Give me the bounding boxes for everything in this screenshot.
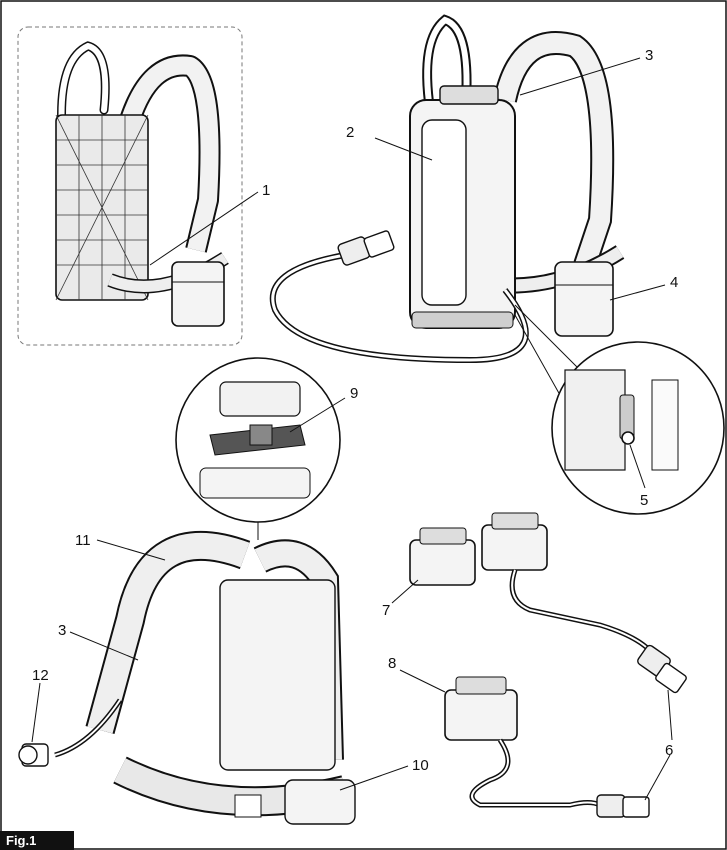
- pouch: [171, 261, 225, 327]
- callout-label: 5: [640, 492, 648, 509]
- chest-strap-detail-view: 9: [175, 357, 358, 540]
- full-harness-view: 11 3 12 10: [18, 531, 429, 825]
- dashed-inset-box: [17, 26, 243, 346]
- cable-plug: [337, 230, 395, 266]
- callout-label: 12: [32, 667, 49, 684]
- belt-buckle: [284, 779, 356, 825]
- callout-label: 6: [665, 742, 673, 759]
- cable-plug: [596, 794, 650, 818]
- callout-label: 7: [382, 602, 390, 619]
- socket-icon: [621, 431, 635, 445]
- callout-label: 10: [412, 757, 429, 774]
- callout-label: 9: [350, 385, 358, 402]
- backpack-frame-view: 1: [17, 26, 270, 346]
- connector-detail-view: 5: [551, 341, 725, 515]
- cable-plug: [18, 743, 49, 767]
- callout-label: 8: [388, 655, 396, 672]
- cable-plug: [637, 644, 687, 694]
- callout-label: 3: [645, 47, 653, 64]
- callout-label: 2: [346, 124, 354, 141]
- adapter-single: [444, 689, 518, 741]
- adapter-twin: [409, 539, 476, 586]
- callout-label: 4: [670, 274, 678, 291]
- callout-label: 1: [262, 182, 270, 199]
- battery-adapter-views: 7 8 6: [382, 512, 687, 818]
- figure-tag: Fig.1: [0, 831, 74, 850]
- pouch: [554, 261, 614, 337]
- callout-label: 11: [75, 532, 91, 549]
- battery-case-view: 2 3 4: [269, 14, 678, 396]
- callout-label: 3: [58, 622, 66, 639]
